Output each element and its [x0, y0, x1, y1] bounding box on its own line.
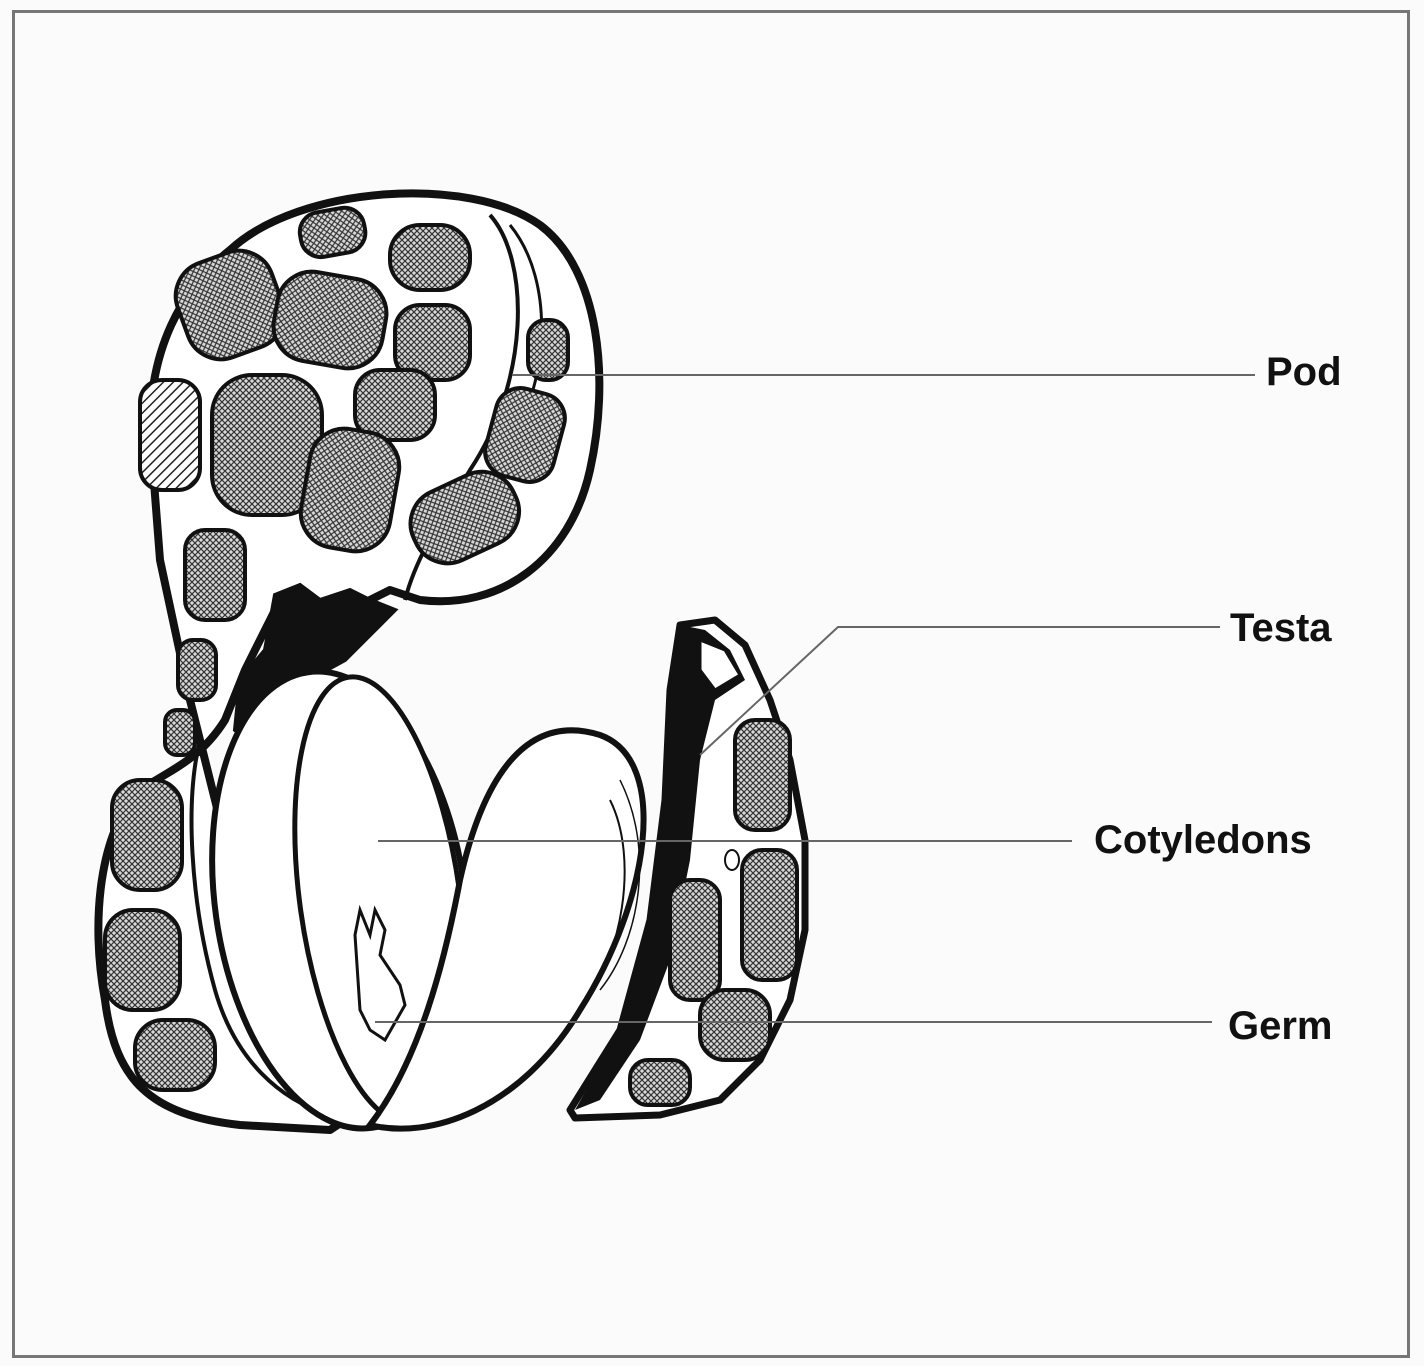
label-germ: Germ	[1228, 1006, 1333, 1046]
label-pod: Pod	[1266, 352, 1342, 392]
label-cotyledons: Cotyledons	[1094, 820, 1312, 860]
label-testa: Testa	[1230, 608, 1332, 648]
